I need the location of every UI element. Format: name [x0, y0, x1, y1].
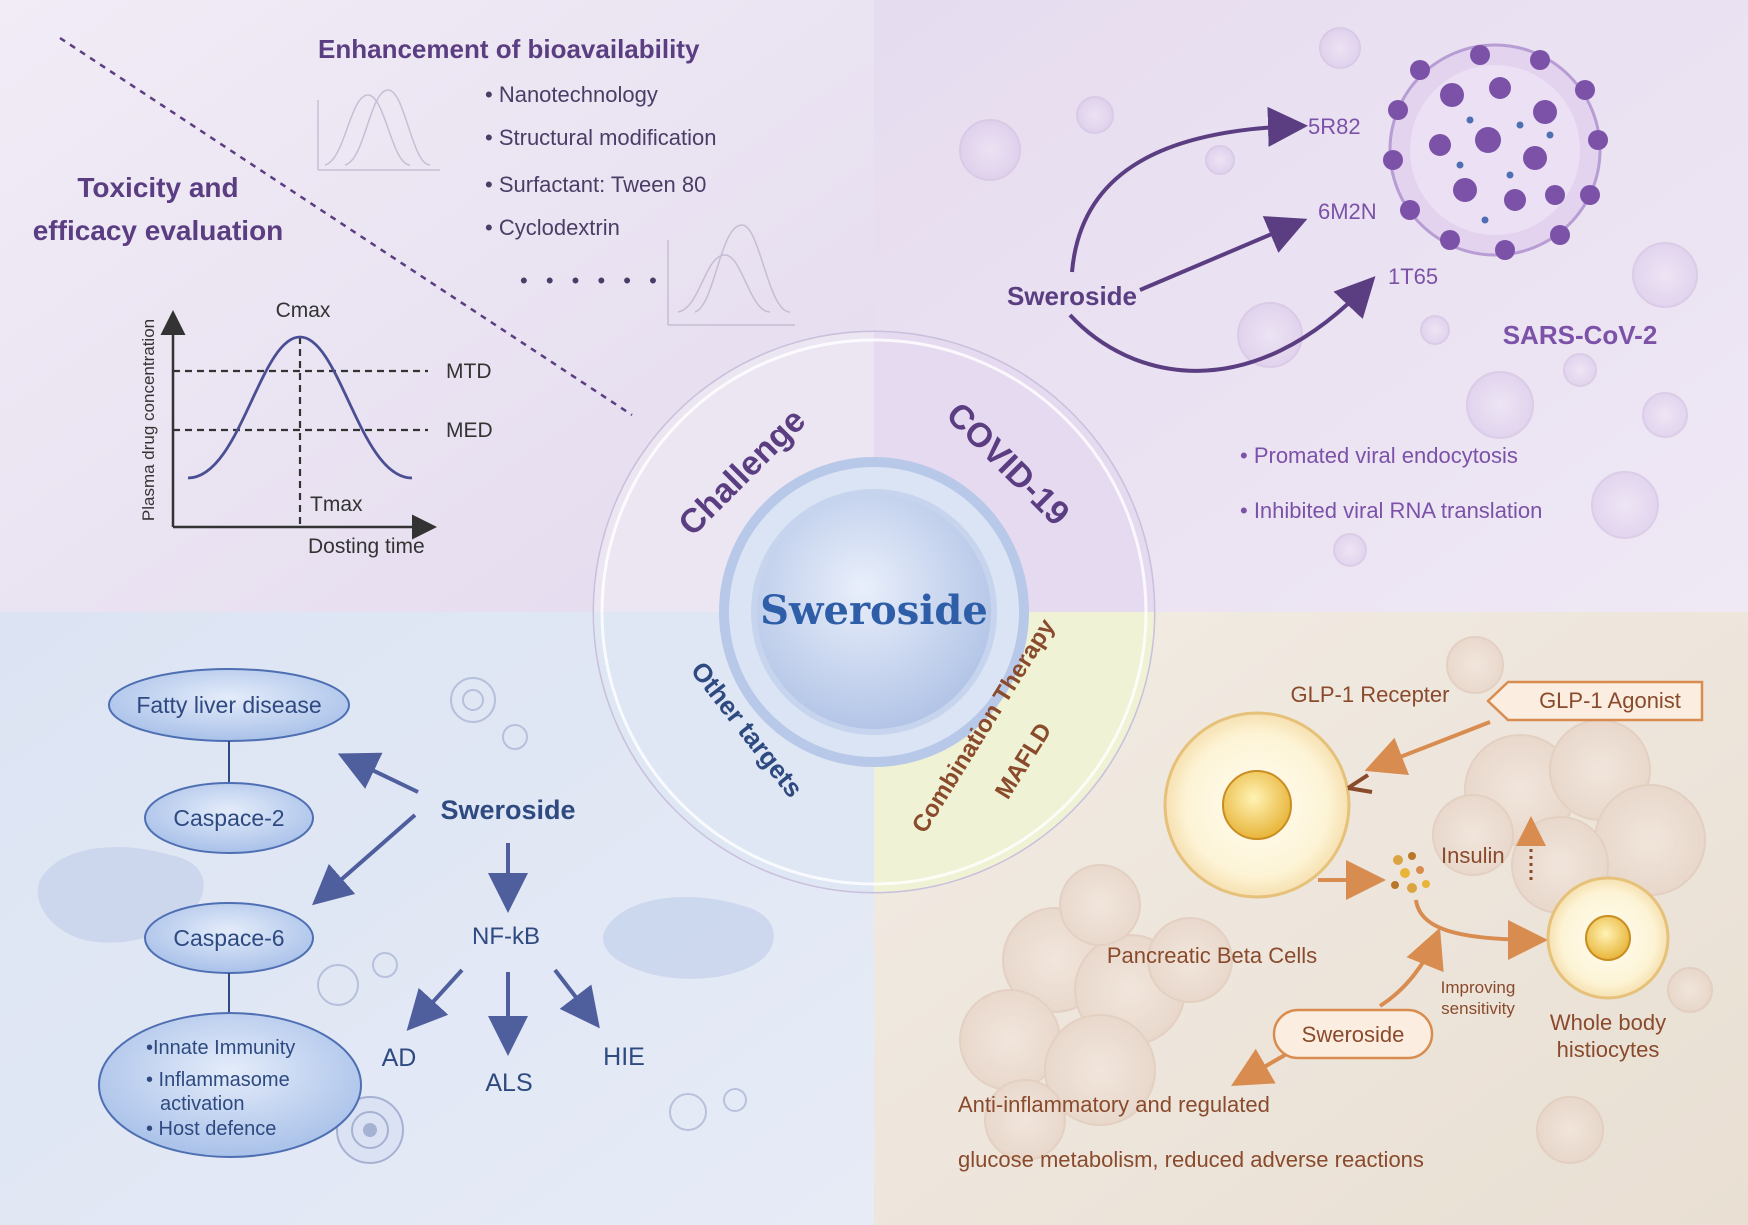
insulin-label: Insulin: [1441, 843, 1505, 868]
other-sweroside-label: Sweroside: [440, 795, 575, 825]
histiocyte-cell-icon: [1548, 878, 1668, 998]
immunity-item: • Host defence: [146, 1118, 276, 1140]
bullet-surfactant: • Surfactant: Tween 80: [485, 172, 706, 197]
bullet-nanotechnology: • Nanotechnology: [485, 82, 658, 107]
mafld-sweroside-label: Sweroside: [1302, 1022, 1405, 1047]
disease-als: ALS: [485, 1069, 532, 1097]
improving-label-line1: Improving: [1441, 978, 1516, 997]
covid-sweroside-label: Sweroside: [1007, 281, 1137, 311]
glp1-agonist-label: GLP-1 Agonist: [1539, 688, 1681, 713]
pk-y-label: Plasma drug concentration: [139, 319, 158, 521]
immunity-item: • Inflammasome: [146, 1069, 290, 1091]
effect-rna-translation: • Inhibited viral RNA translation: [1240, 498, 1542, 523]
target-6m2n: 6M2N: [1318, 199, 1377, 224]
center-title: Sweroside: [760, 587, 988, 634]
target-5r82: 5R82: [1308, 114, 1361, 139]
pk-x-label: Dosting time: [308, 535, 425, 558]
bullet-cyclodextrin: • Cyclodextrin: [485, 215, 620, 240]
immunity-item: •Innate Immunity: [146, 1037, 295, 1059]
disease-hie: HIE: [603, 1043, 645, 1071]
mtd-label: MTD: [446, 360, 492, 383]
cmax-label: Cmax: [276, 299, 331, 322]
sars-cov-2-label: SARS-CoV-2: [1503, 320, 1658, 350]
outcome-line2: glucose metabolism, reduced adverse reac…: [958, 1147, 1424, 1172]
caspace-6-label: Caspace-6: [173, 925, 284, 951]
improving-label-line2: sensitivity: [1441, 999, 1515, 1018]
toxicity-title-line2: efficacy evaluation: [33, 215, 284, 246]
nfkb-label: NF-kB: [472, 923, 540, 950]
immunity-item: activation: [160, 1093, 245, 1115]
effect-endocytosis: • Promated viral endocytosis: [1240, 443, 1518, 468]
outcome-line1: Anti-inflammatory and regulated: [958, 1092, 1270, 1117]
beta-cells-label: Pancreatic Beta Cells: [1107, 943, 1317, 968]
histiocytes-label-line2: histiocytes: [1557, 1037, 1660, 1062]
disease-ad: AD: [382, 1044, 417, 1072]
bullet-structural-modification: • Structural modification: [485, 125, 716, 150]
histiocytes-label-line1: Whole body: [1550, 1010, 1666, 1035]
bioavailability-title: Enhancement of bioavailability: [318, 34, 700, 64]
toxicity-title-line1: Toxicity and: [77, 172, 238, 203]
tmax-label: Tmax: [310, 493, 363, 516]
center-hub: Sweroside Challenge COVID-19 Other targe…: [594, 332, 1154, 892]
fatty-liver-label: Fatty liver disease: [136, 692, 321, 718]
med-label: MED: [446, 419, 493, 442]
caspace-2-label: Caspace-2: [173, 805, 284, 831]
more-ellipsis: • • • • • •: [520, 268, 663, 293]
glp1-receptor-label: GLP-1 Recepter: [1291, 682, 1450, 707]
target-1t65: 1T65: [1388, 264, 1438, 289]
